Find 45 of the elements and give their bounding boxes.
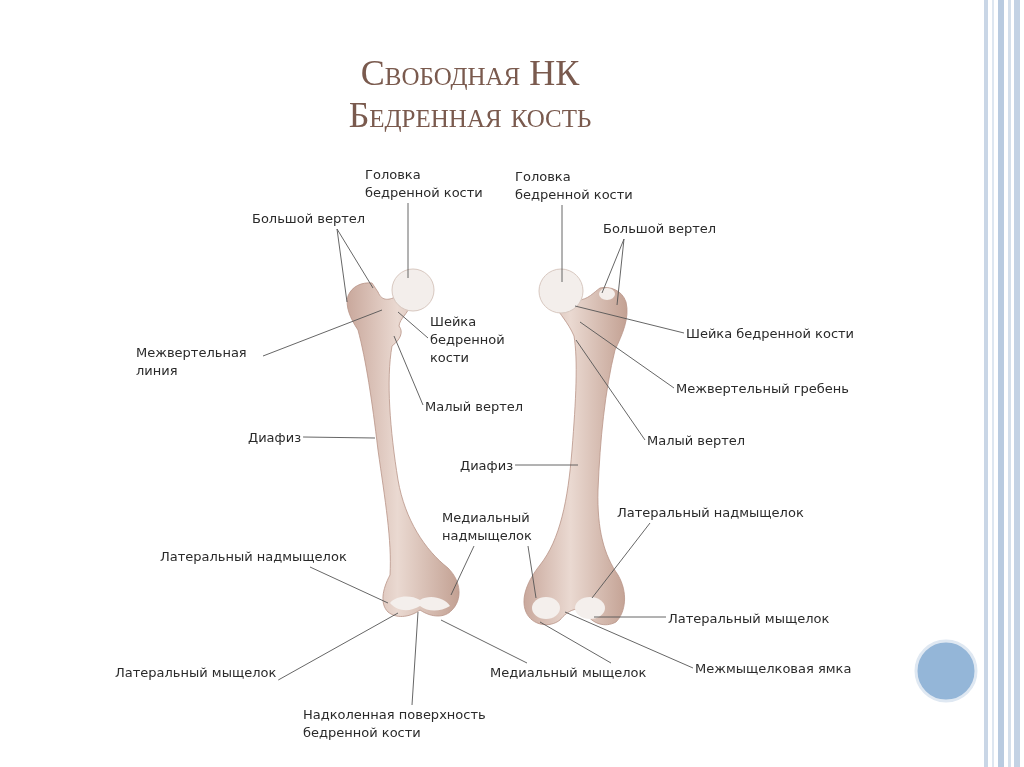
- part-label: Латеральный надмыщелок: [617, 504, 804, 522]
- leader-line: [309, 566, 389, 604]
- part-label: Латеральный мыщелок: [668, 610, 830, 628]
- leader-line: [601, 238, 625, 294]
- leader-line: [302, 436, 376, 439]
- leader-line: [277, 612, 399, 681]
- leader-line: [561, 204, 563, 283]
- leader-line: [336, 228, 348, 303]
- leader-line: [574, 305, 685, 334]
- part-label: Межвертельная линия: [136, 344, 261, 380]
- leader-line: [593, 616, 667, 618]
- part-label: Межвертельный гребень: [676, 380, 849, 398]
- leader-line: [514, 464, 579, 466]
- slide-title: Свободная НК Бедренная кость: [347, 52, 593, 136]
- part-label: Шейка бедренной кости: [686, 325, 855, 343]
- part-label: Медиальный надмыщелок: [442, 509, 552, 545]
- part-label: Головка бедренной кости: [365, 166, 495, 202]
- part-label: Шейка бедренной кости: [430, 313, 520, 367]
- leader-line: [591, 522, 651, 599]
- part-label: Большой вертел: [603, 220, 717, 238]
- part-label: Диафиз: [460, 457, 514, 475]
- part-label: Надколенная поверхность бедренной кости: [303, 706, 503, 742]
- leader-line: [262, 309, 383, 357]
- leader-line: [564, 611, 694, 669]
- part-label: Головка бедренной кости: [515, 168, 645, 204]
- leader-line: [336, 228, 374, 289]
- part-label: Медиальный мыщелок: [490, 664, 647, 682]
- leader-line: [440, 619, 528, 664]
- part-label: Большой вертел: [252, 210, 366, 228]
- leader-line: [411, 611, 419, 706]
- leader-line: [450, 545, 475, 596]
- leader-line: [616, 238, 625, 306]
- leader-line: [575, 339, 646, 441]
- leader-line: [407, 202, 409, 279]
- part-label: Малый вертел: [647, 432, 746, 450]
- leader-line: [527, 545, 537, 599]
- part-label: Латеральный надмыщелок: [160, 548, 347, 566]
- part-label: Латеральный мыщелок: [115, 664, 277, 682]
- part-label: Диафиз: [248, 429, 302, 447]
- part-label: Межмыщелковая ямка: [695, 660, 852, 678]
- leader-line: [393, 335, 424, 406]
- leader-line: [397, 311, 429, 339]
- leader-line: [539, 621, 612, 664]
- leader-line: [579, 321, 675, 389]
- part-label: Малый вертел: [425, 398, 524, 416]
